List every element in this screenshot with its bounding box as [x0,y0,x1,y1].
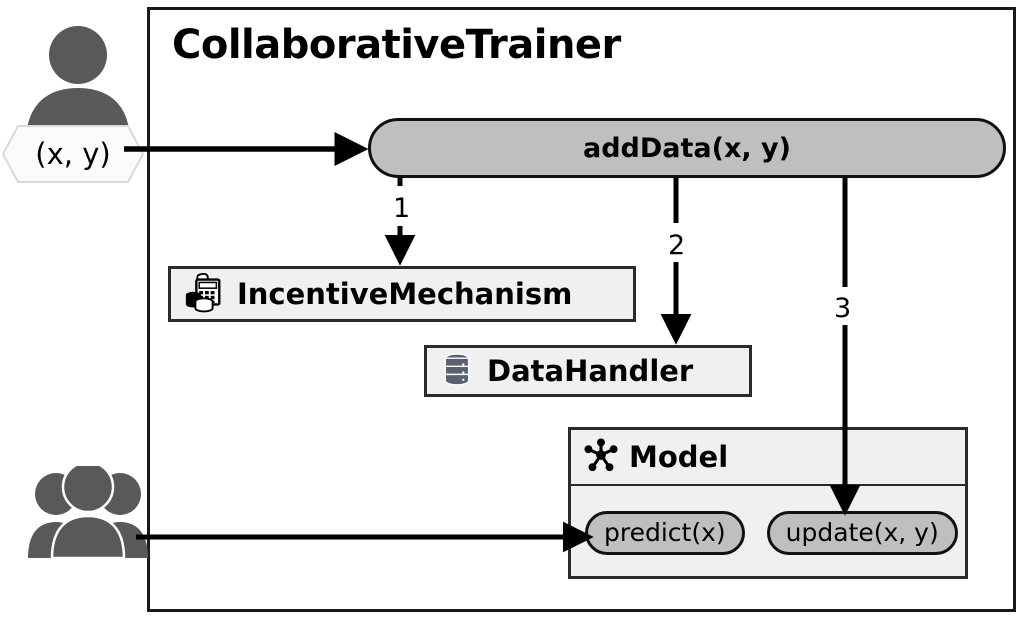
people-group-icon [24,460,152,560]
database-icon [439,351,475,391]
update-method-pill[interactable]: update(x, y) [766,510,958,555]
model-label: Model [629,440,729,474]
predict-method-pill[interactable]: predict(x) [585,510,745,555]
xy-data-label: (x, y) [1,125,145,183]
add-data-method-pill[interactable]: addData(x, y) [368,118,1006,178]
model-box: Model predict(x) update(x, y) [568,427,968,579]
page-title: CollaborativeTrainer [172,22,621,68]
step-number-1: 1 [393,193,411,224]
predict-method-label: predict(x) [604,518,726,547]
incentive-mechanism-label: IncentiveMechanism [237,277,573,311]
xy-data-text: (x, y) [35,137,111,171]
network-hub-icon [583,437,619,477]
step-number-3: 3 [834,293,852,324]
step-number-2: 2 [668,230,686,261]
add-data-label: addData(x, y) [583,132,791,164]
data-handler-box[interactable]: DataHandler [424,345,752,397]
incentive-mechanism-box[interactable]: IncentiveMechanism [168,266,636,322]
data-handler-label: DataHandler [487,354,694,388]
model-methods: predict(x) update(x, y) [571,486,965,579]
calculator-coins-icon [183,271,225,317]
model-header[interactable]: Model [571,430,965,486]
update-method-label: update(x, y) [785,518,939,547]
person-icon [18,22,138,142]
